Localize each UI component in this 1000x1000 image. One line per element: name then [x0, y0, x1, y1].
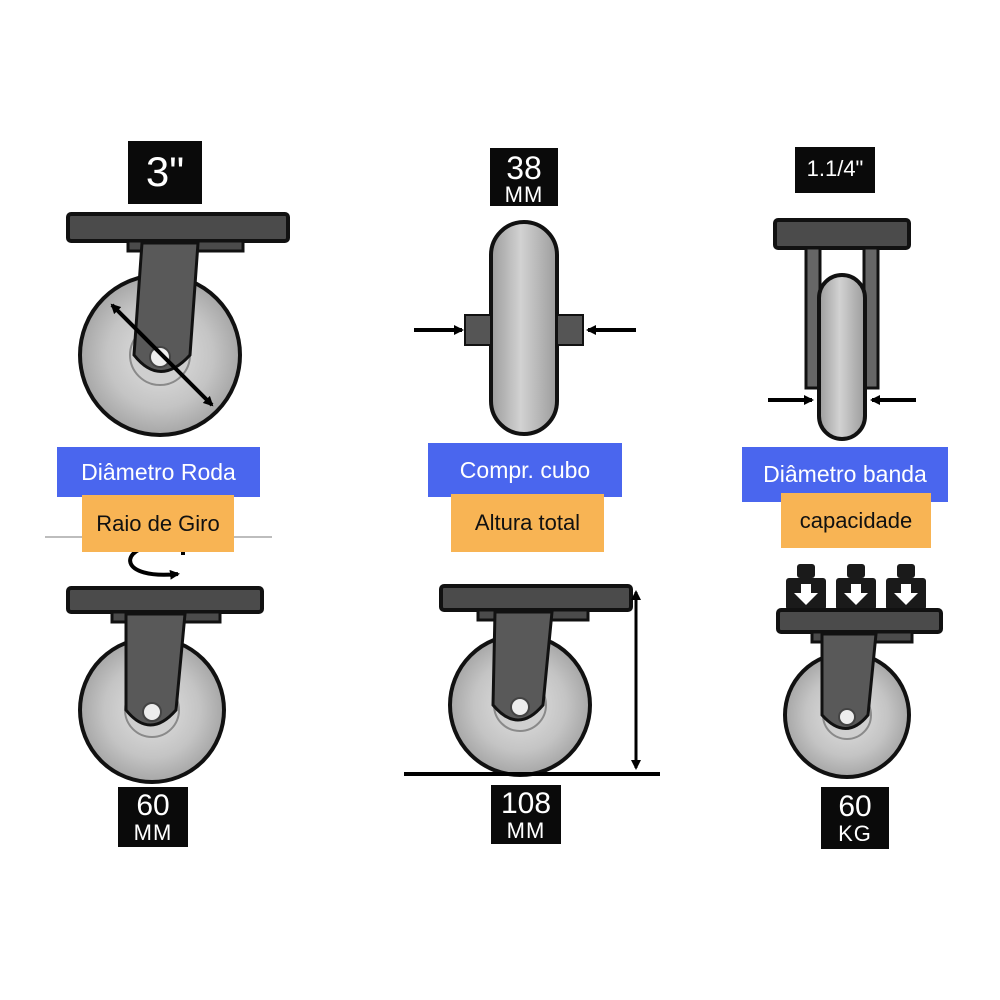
weight-icon: [886, 564, 926, 610]
swivel-radius-number: 60: [136, 789, 170, 822]
swivel-caster-illustration: [45, 532, 272, 784]
label-load-capacity: capacidade: [781, 493, 931, 548]
tread-diameter-value: 1.1/4": [795, 147, 875, 193]
caster-wheel-diameter-illustration: [66, 212, 290, 437]
label-swivel-radius: Raio de Giro: [82, 495, 234, 552]
tread-width-illustration: [768, 218, 916, 441]
swivel-radius-value: 60 MM: [118, 787, 188, 847]
weight-icon: [786, 564, 826, 610]
hub-length-value: 38 MM: [490, 148, 558, 206]
total-height-value: 108 MM: [491, 785, 561, 844]
load-capacity-number: 60: [838, 790, 872, 823]
load-capacity-illustration: [776, 564, 943, 779]
wheel-diameter-number: 3": [145, 148, 185, 195]
label-tread-diameter: Diâmetro banda: [742, 447, 948, 502]
weight-icon: [836, 564, 876, 610]
hub-length-number: 38: [506, 150, 542, 186]
wheel-hub-length-illustration: [414, 220, 636, 436]
label-wheel-diameter: Diâmetro Roda: [57, 447, 260, 497]
tread-diameter-number: 1.1/4": [806, 156, 864, 181]
wheel-diameter-value: 3": [128, 141, 202, 204]
total-height-number: 108: [500, 787, 552, 820]
label-hub-length: Compr. cubo: [428, 443, 622, 497]
hub-length-unit: MM: [504, 182, 544, 207]
load-capacity-value: 60 KG: [821, 787, 889, 849]
swivel-radius-unit: MM: [133, 820, 173, 845]
total-height-illustration: [404, 584, 660, 777]
total-height-unit: MM: [506, 818, 546, 843]
label-total-height: Altura total: [451, 494, 604, 552]
load-capacity-unit: KG: [838, 821, 872, 846]
